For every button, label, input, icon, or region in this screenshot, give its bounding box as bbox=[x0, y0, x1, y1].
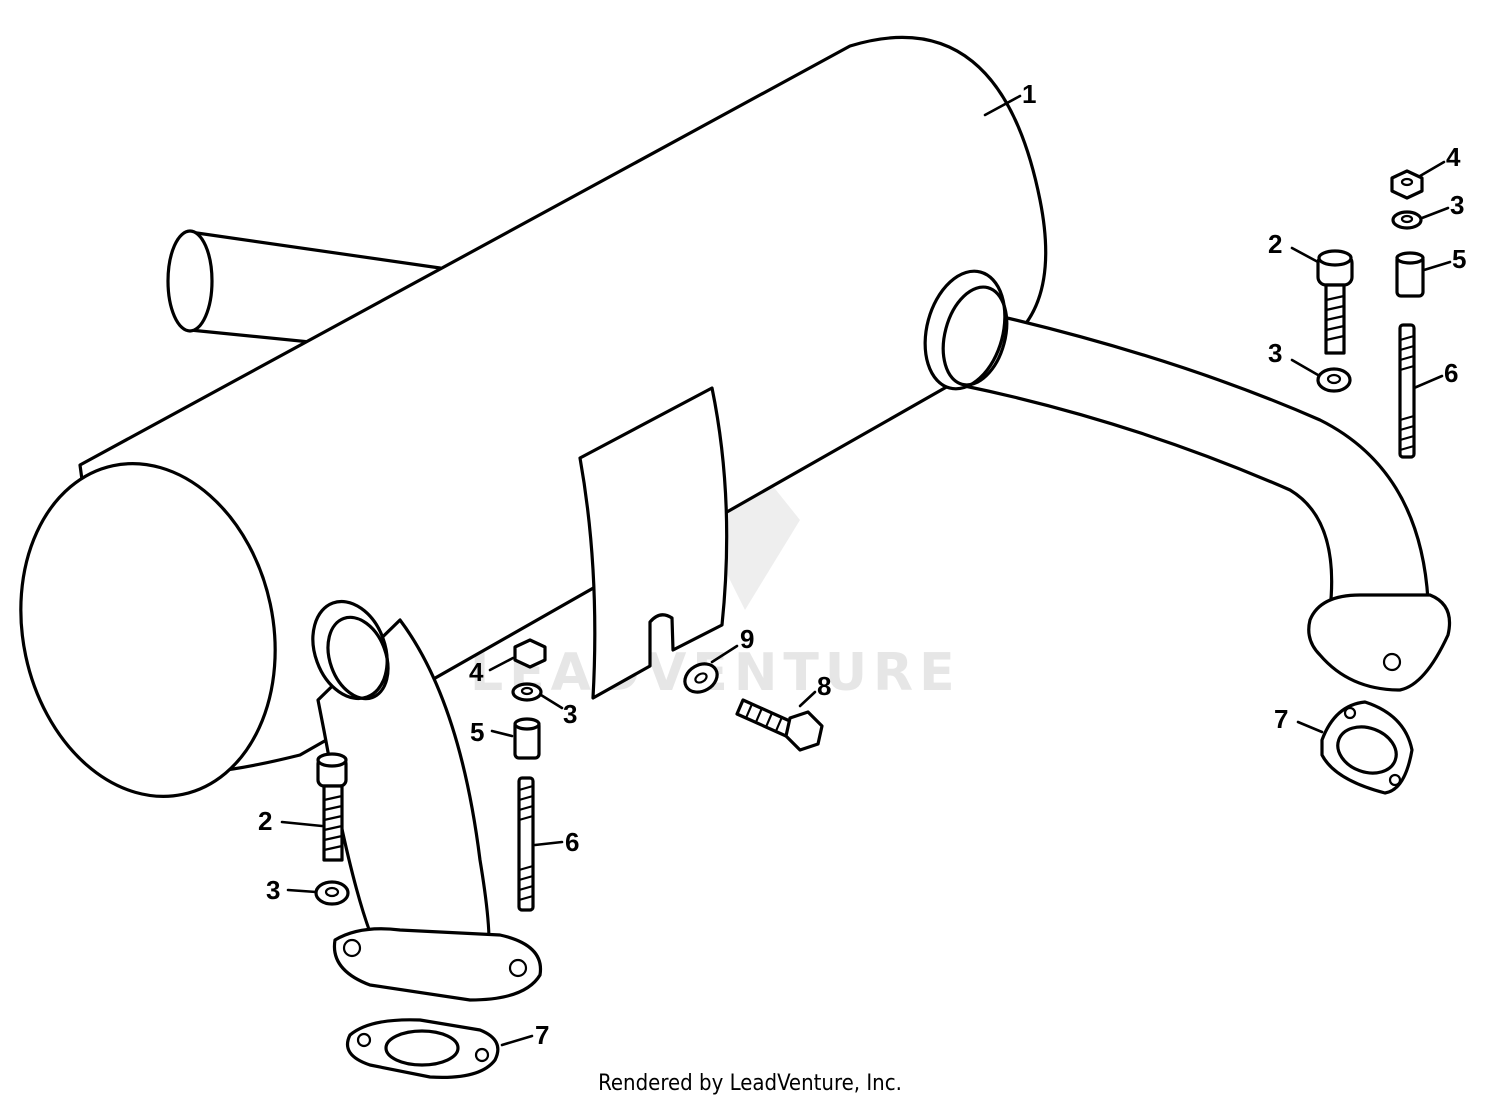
washer-shield bbox=[683, 662, 719, 694]
stud-left bbox=[517, 776, 535, 912]
callout-washer-screw-left: 3 bbox=[266, 875, 280, 905]
socket-screw-right bbox=[1316, 249, 1354, 355]
callout-nut-left: 4 bbox=[469, 657, 484, 687]
leader-lines bbox=[280, 94, 1452, 1047]
socket-screw-left bbox=[316, 752, 348, 862]
callout-washer-screw-right: 3 bbox=[1268, 338, 1282, 368]
callout-screw-right: 2 bbox=[1268, 229, 1282, 259]
callout-spacer-right: 5 bbox=[1452, 244, 1466, 274]
credit-text: Rendered by LeadVenture, Inc. bbox=[598, 1071, 902, 1096]
gasket-right bbox=[1320, 700, 1414, 795]
callout-washer-stud-left: 3 bbox=[563, 699, 577, 729]
callout-bolt: 8 bbox=[817, 671, 831, 701]
right-exhaust-pipe bbox=[923, 269, 1452, 692]
lock-washer-right-lower bbox=[1316, 367, 1352, 393]
muffler-body bbox=[19, 35, 1048, 798]
nut-right bbox=[1390, 169, 1424, 200]
hex-bolt bbox=[735, 698, 824, 752]
callout-nut-right: 4 bbox=[1446, 142, 1461, 172]
callout-gasket-right: 7 bbox=[1274, 704, 1288, 734]
callout-muffler: 1 bbox=[1022, 79, 1036, 109]
spacer-left bbox=[513, 717, 541, 760]
callout-gasket-left: 7 bbox=[535, 1020, 549, 1050]
spacer-right bbox=[1395, 251, 1425, 298]
callout-screw-left: 2 bbox=[258, 806, 272, 836]
washer-right-top bbox=[1391, 210, 1423, 230]
nut-left bbox=[513, 638, 547, 669]
stud-right bbox=[1398, 323, 1416, 459]
lock-washer-left bbox=[314, 880, 350, 906]
callout-washer-shield: 9 bbox=[740, 624, 754, 654]
callout-stud-left: 6 bbox=[565, 827, 579, 857]
washer-left-top bbox=[511, 682, 543, 702]
left-exhaust-pipe bbox=[311, 599, 543, 1002]
heat-shield bbox=[578, 386, 729, 700]
callout-spacer-left: 5 bbox=[470, 717, 484, 747]
gasket-left bbox=[345, 1018, 500, 1079]
callouts: 1 2 3 4 3 5 6 7 8 9 2 3 4 3 5 6 7 bbox=[258, 79, 1466, 1050]
callout-washer-stud-right: 3 bbox=[1450, 190, 1464, 220]
callout-stud-right: 6 bbox=[1444, 358, 1458, 388]
